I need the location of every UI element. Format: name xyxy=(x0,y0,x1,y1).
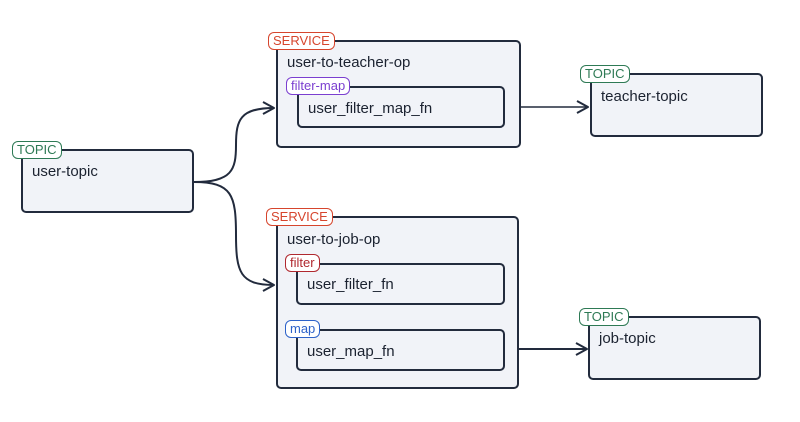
topic-badge: TOPIC xyxy=(12,141,62,159)
fn-name: user_map_fn xyxy=(307,343,395,360)
node-title: user-to-job-op xyxy=(287,231,381,248)
node-title: job-topic xyxy=(599,330,656,347)
node-title: user-to-teacher-op xyxy=(287,54,411,71)
teacher-topic-node[interactable]: teacher-topic xyxy=(590,73,763,137)
filter-map-badge: filter-map xyxy=(286,77,351,95)
topic-badge: TOPIC xyxy=(580,65,630,83)
job-topic-node[interactable]: job-topic xyxy=(588,316,761,380)
user-to-teacher-op-node[interactable]: user-to-teacher-op user_filter_map_fn xyxy=(276,40,521,148)
node-title: teacher-topic xyxy=(601,88,688,105)
map-badge: map xyxy=(285,320,321,338)
user-topic-node[interactable]: user-topic xyxy=(21,149,194,213)
user-to-job-op-node[interactable]: user-to-job-op user_filter_fn user_map_f… xyxy=(276,216,519,389)
topic-badge: TOPIC xyxy=(579,308,629,326)
user-filter-map-fn-step[interactable]: user_filter_map_fn xyxy=(297,86,505,128)
fn-name: user_filter_map_fn xyxy=(308,100,433,117)
user-map-fn-step[interactable]: user_map_fn xyxy=(296,329,505,371)
filter-badge: filter xyxy=(285,254,320,272)
service-badge: SERVICE xyxy=(266,208,333,226)
edge-user-topic-to-user-to-teacher-op xyxy=(193,101,275,183)
service-badge: SERVICE xyxy=(268,32,335,50)
user-filter-fn-step[interactable]: user_filter_fn xyxy=(296,263,505,305)
fn-name: user_filter_fn xyxy=(307,276,394,293)
edge-user-topic-to-user-to-job-op xyxy=(193,181,275,292)
node-title: user-topic xyxy=(32,163,98,180)
